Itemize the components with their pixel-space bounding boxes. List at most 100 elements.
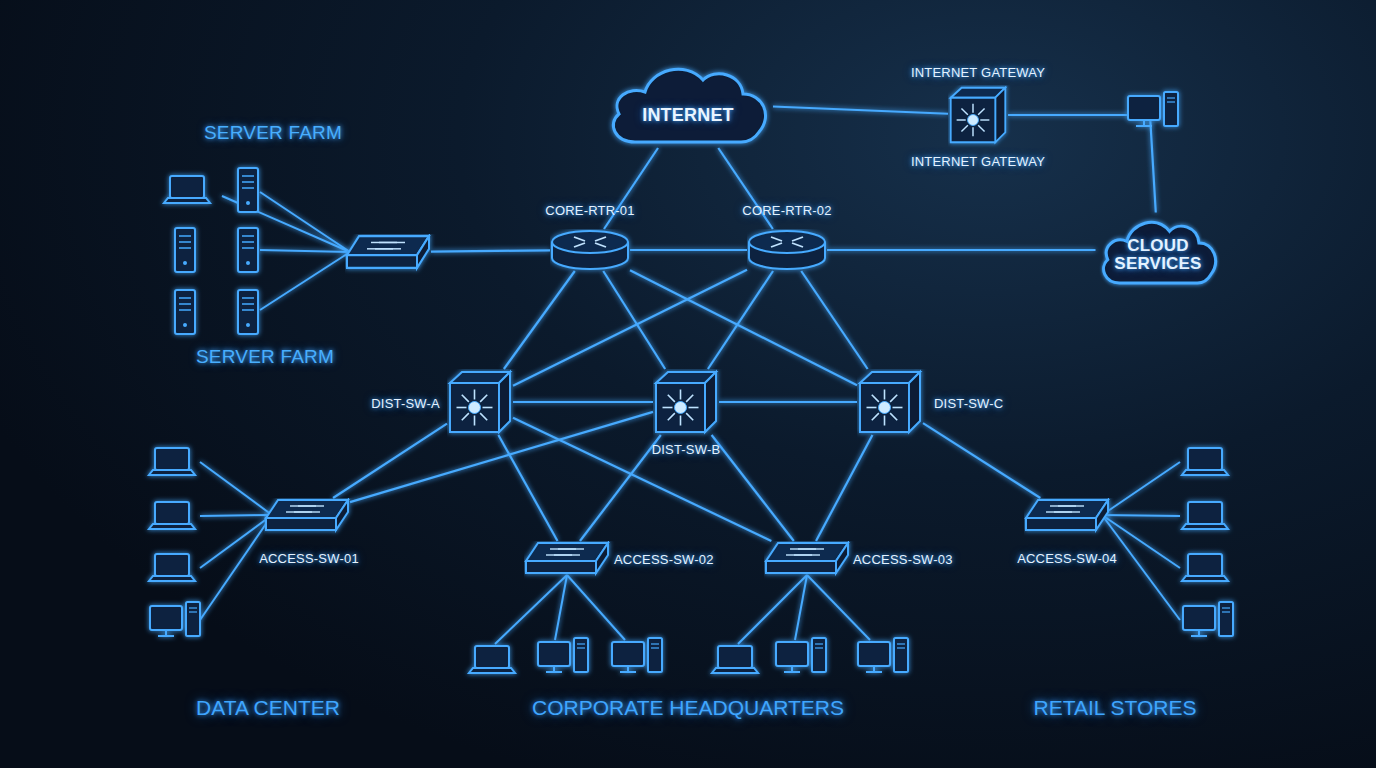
network-link [513, 401, 653, 403]
network-link [712, 435, 794, 541]
network-link [513, 418, 771, 541]
node-label: CORE-RTR-01 [545, 203, 634, 218]
endpoint-wire [260, 252, 350, 310]
server-icon [175, 228, 195, 272]
cube-shape [948, 85, 1008, 145]
desktop-icon [538, 638, 588, 672]
endpoint-wire [200, 462, 272, 515]
endpoint-wire [200, 515, 272, 516]
laptop-icon [1182, 502, 1228, 529]
server-farm-switch: SERVER FARMSERVER FARM [345, 234, 431, 270]
flat-shape [764, 541, 850, 575]
network-link [603, 271, 665, 369]
server-icon [238, 228, 258, 272]
node-label: SERVER FARM [204, 122, 342, 144]
endpoint-wire [260, 192, 350, 252]
network-link [773, 107, 948, 114]
laptop-icon [149, 448, 195, 475]
node-label: INTERNET GATEWAY [911, 65, 1045, 80]
access-switch: ACCESS-SW-04 [1024, 498, 1110, 532]
network-link [630, 249, 747, 251]
network-link [827, 249, 1096, 251]
node-label: DIST-SW-C [934, 396, 1003, 411]
network-link [498, 435, 557, 541]
endpoint-group [1128, 92, 1178, 126]
router-shape [747, 229, 827, 271]
network-link [923, 423, 1040, 498]
endpoint-wire [1102, 515, 1180, 516]
desktop-icon [776, 638, 826, 672]
network-link [513, 270, 747, 386]
node-label: CORE-RTR-02 [742, 203, 831, 218]
region-label: CORPORATE HEADQUARTERS [532, 696, 844, 720]
cloud-shape [603, 58, 773, 148]
cube-shape [447, 369, 513, 435]
desktop-icon [1183, 602, 1233, 636]
node-label: ACCESS-SW-03 [853, 552, 953, 567]
network-link [801, 271, 867, 369]
desktop-icon [858, 638, 908, 672]
desktop-icon [150, 602, 200, 636]
flat-shape [264, 498, 350, 532]
endpoint-wire [222, 196, 350, 252]
endpoint-wire [200, 515, 272, 620]
internet-cloud: INTERNET [603, 58, 773, 148]
endpoint-wire [555, 575, 567, 640]
endpoint-wire [795, 575, 807, 640]
access-switch: ACCESS-SW-01 [264, 498, 350, 532]
gateway-device: INTERNET GATEWAYINTERNET GATEWAY [948, 85, 1008, 145]
node-label: ACCESS-SW-04 [1017, 551, 1117, 566]
flat-shape [1024, 498, 1110, 532]
endpoint-wire [260, 250, 350, 252]
desktop-icon [612, 638, 662, 672]
cube-shape [857, 369, 923, 435]
node-label-repeat: INTERNET GATEWAY [911, 154, 1045, 169]
server-icon [238, 168, 258, 212]
node-label: DIST-SW-A [371, 396, 440, 411]
flat-shape [345, 234, 431, 270]
server-icon [175, 290, 195, 334]
flat-shape [524, 541, 610, 575]
access-switch: ACCESS-SW-03 [764, 541, 850, 575]
network-link [719, 401, 857, 403]
node-label: DIST-SW-B [652, 442, 721, 457]
cube-shape [653, 369, 719, 435]
network-link [504, 271, 575, 369]
router-shape [550, 229, 630, 271]
region-label: DATA CENTER [196, 696, 340, 720]
network-link [333, 424, 447, 498]
endpoint-wire [1102, 515, 1180, 620]
endpoint-wire [495, 575, 567, 644]
core-router: CORE-RTR-02 [747, 229, 827, 271]
node-label: INTERNET [642, 105, 734, 126]
endpoint-wire [738, 575, 807, 644]
node-label: CLOUD SERVICES [1108, 237, 1208, 273]
laptop-icon [712, 646, 758, 673]
laptop-icon [1182, 554, 1228, 581]
core-router: CORE-RTR-01 [550, 229, 630, 271]
laptop-icon [149, 554, 195, 581]
distribution-switch: DIST-SW-A [447, 369, 513, 435]
endpoint-wire [567, 575, 625, 640]
laptop-icon [164, 176, 210, 203]
laptop-icon [469, 646, 515, 673]
endpoint-wire [807, 575, 870, 640]
connector-group [333, 107, 1156, 541]
region-label: RETAIL STORES [1034, 696, 1197, 720]
network-link [431, 250, 550, 251]
network-link [630, 270, 857, 385]
cloud-services: CLOUD SERVICES [1096, 213, 1221, 288]
laptop-icon [1182, 448, 1228, 475]
desktop-icon [1128, 92, 1178, 126]
node-label: ACCESS-SW-02 [614, 552, 714, 567]
distribution-switch: DIST-SW-C [857, 369, 923, 435]
endpoint-group [149, 168, 1233, 673]
access-switch: ACCESS-SW-02 [524, 541, 610, 575]
server-icon [238, 290, 258, 334]
node-label: ACCESS-SW-01 [259, 551, 359, 566]
laptop-icon [149, 502, 195, 529]
network-link [580, 435, 661, 541]
node-label-repeat: SERVER FARM [196, 346, 334, 368]
